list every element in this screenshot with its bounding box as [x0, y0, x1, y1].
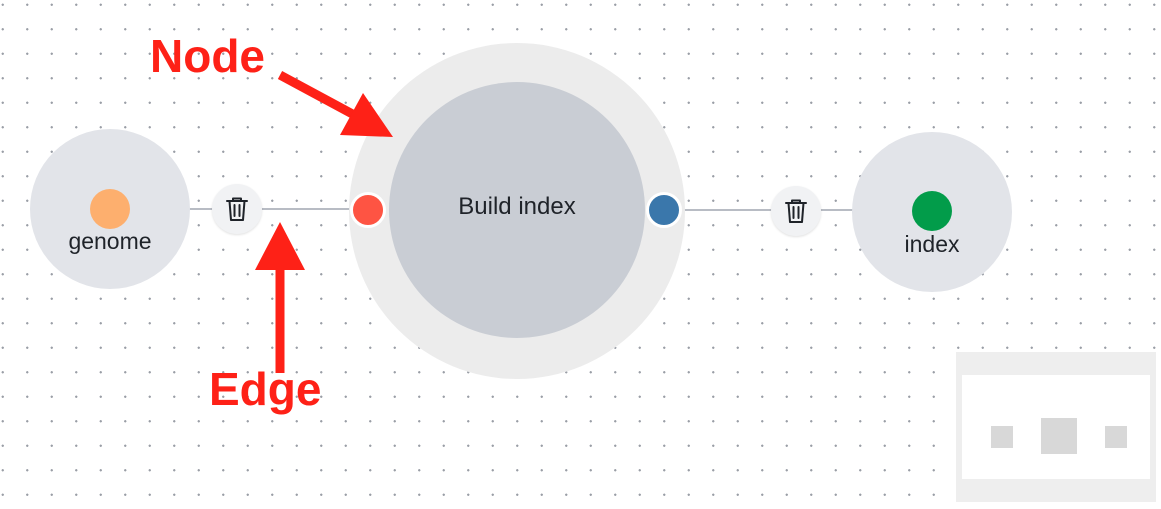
edge-annotation-label: Edge — [209, 363, 322, 415]
output-node-index[interactable]: index — [852, 132, 1012, 292]
input-node-genome[interactable]: genome — [30, 129, 190, 289]
output-node-dot — [912, 191, 952, 231]
trash-icon — [226, 197, 248, 221]
step-node-label: Build index — [458, 193, 576, 220]
step-input-port[interactable] — [350, 192, 386, 228]
edge-build-index-to-index[interactable] — [682, 209, 854, 211]
delete-edge-button[interactable] — [771, 186, 821, 236]
node-annotation-label: Node — [150, 30, 265, 82]
step-output-port[interactable] — [646, 192, 682, 228]
input-node-dot — [90, 189, 130, 229]
trash-icon — [785, 199, 807, 223]
output-node-label: index — [904, 231, 960, 257]
step-node-build-index[interactable] — [389, 82, 645, 338]
node-arrow-shaft — [277, 71, 361, 121]
minimap-viewport[interactable] — [962, 375, 1150, 479]
delete-edge-button[interactable] — [212, 184, 262, 234]
edge-genome-to-build-index[interactable] — [188, 208, 360, 210]
input-node-label: genome — [68, 228, 152, 254]
edge-arrow-head — [255, 222, 305, 270]
minimap[interactable] — [956, 352, 1156, 502]
minimap-node-genome — [991, 426, 1013, 448]
minimap-node-index — [1105, 426, 1127, 448]
minimap-node-build-index — [1041, 418, 1077, 454]
